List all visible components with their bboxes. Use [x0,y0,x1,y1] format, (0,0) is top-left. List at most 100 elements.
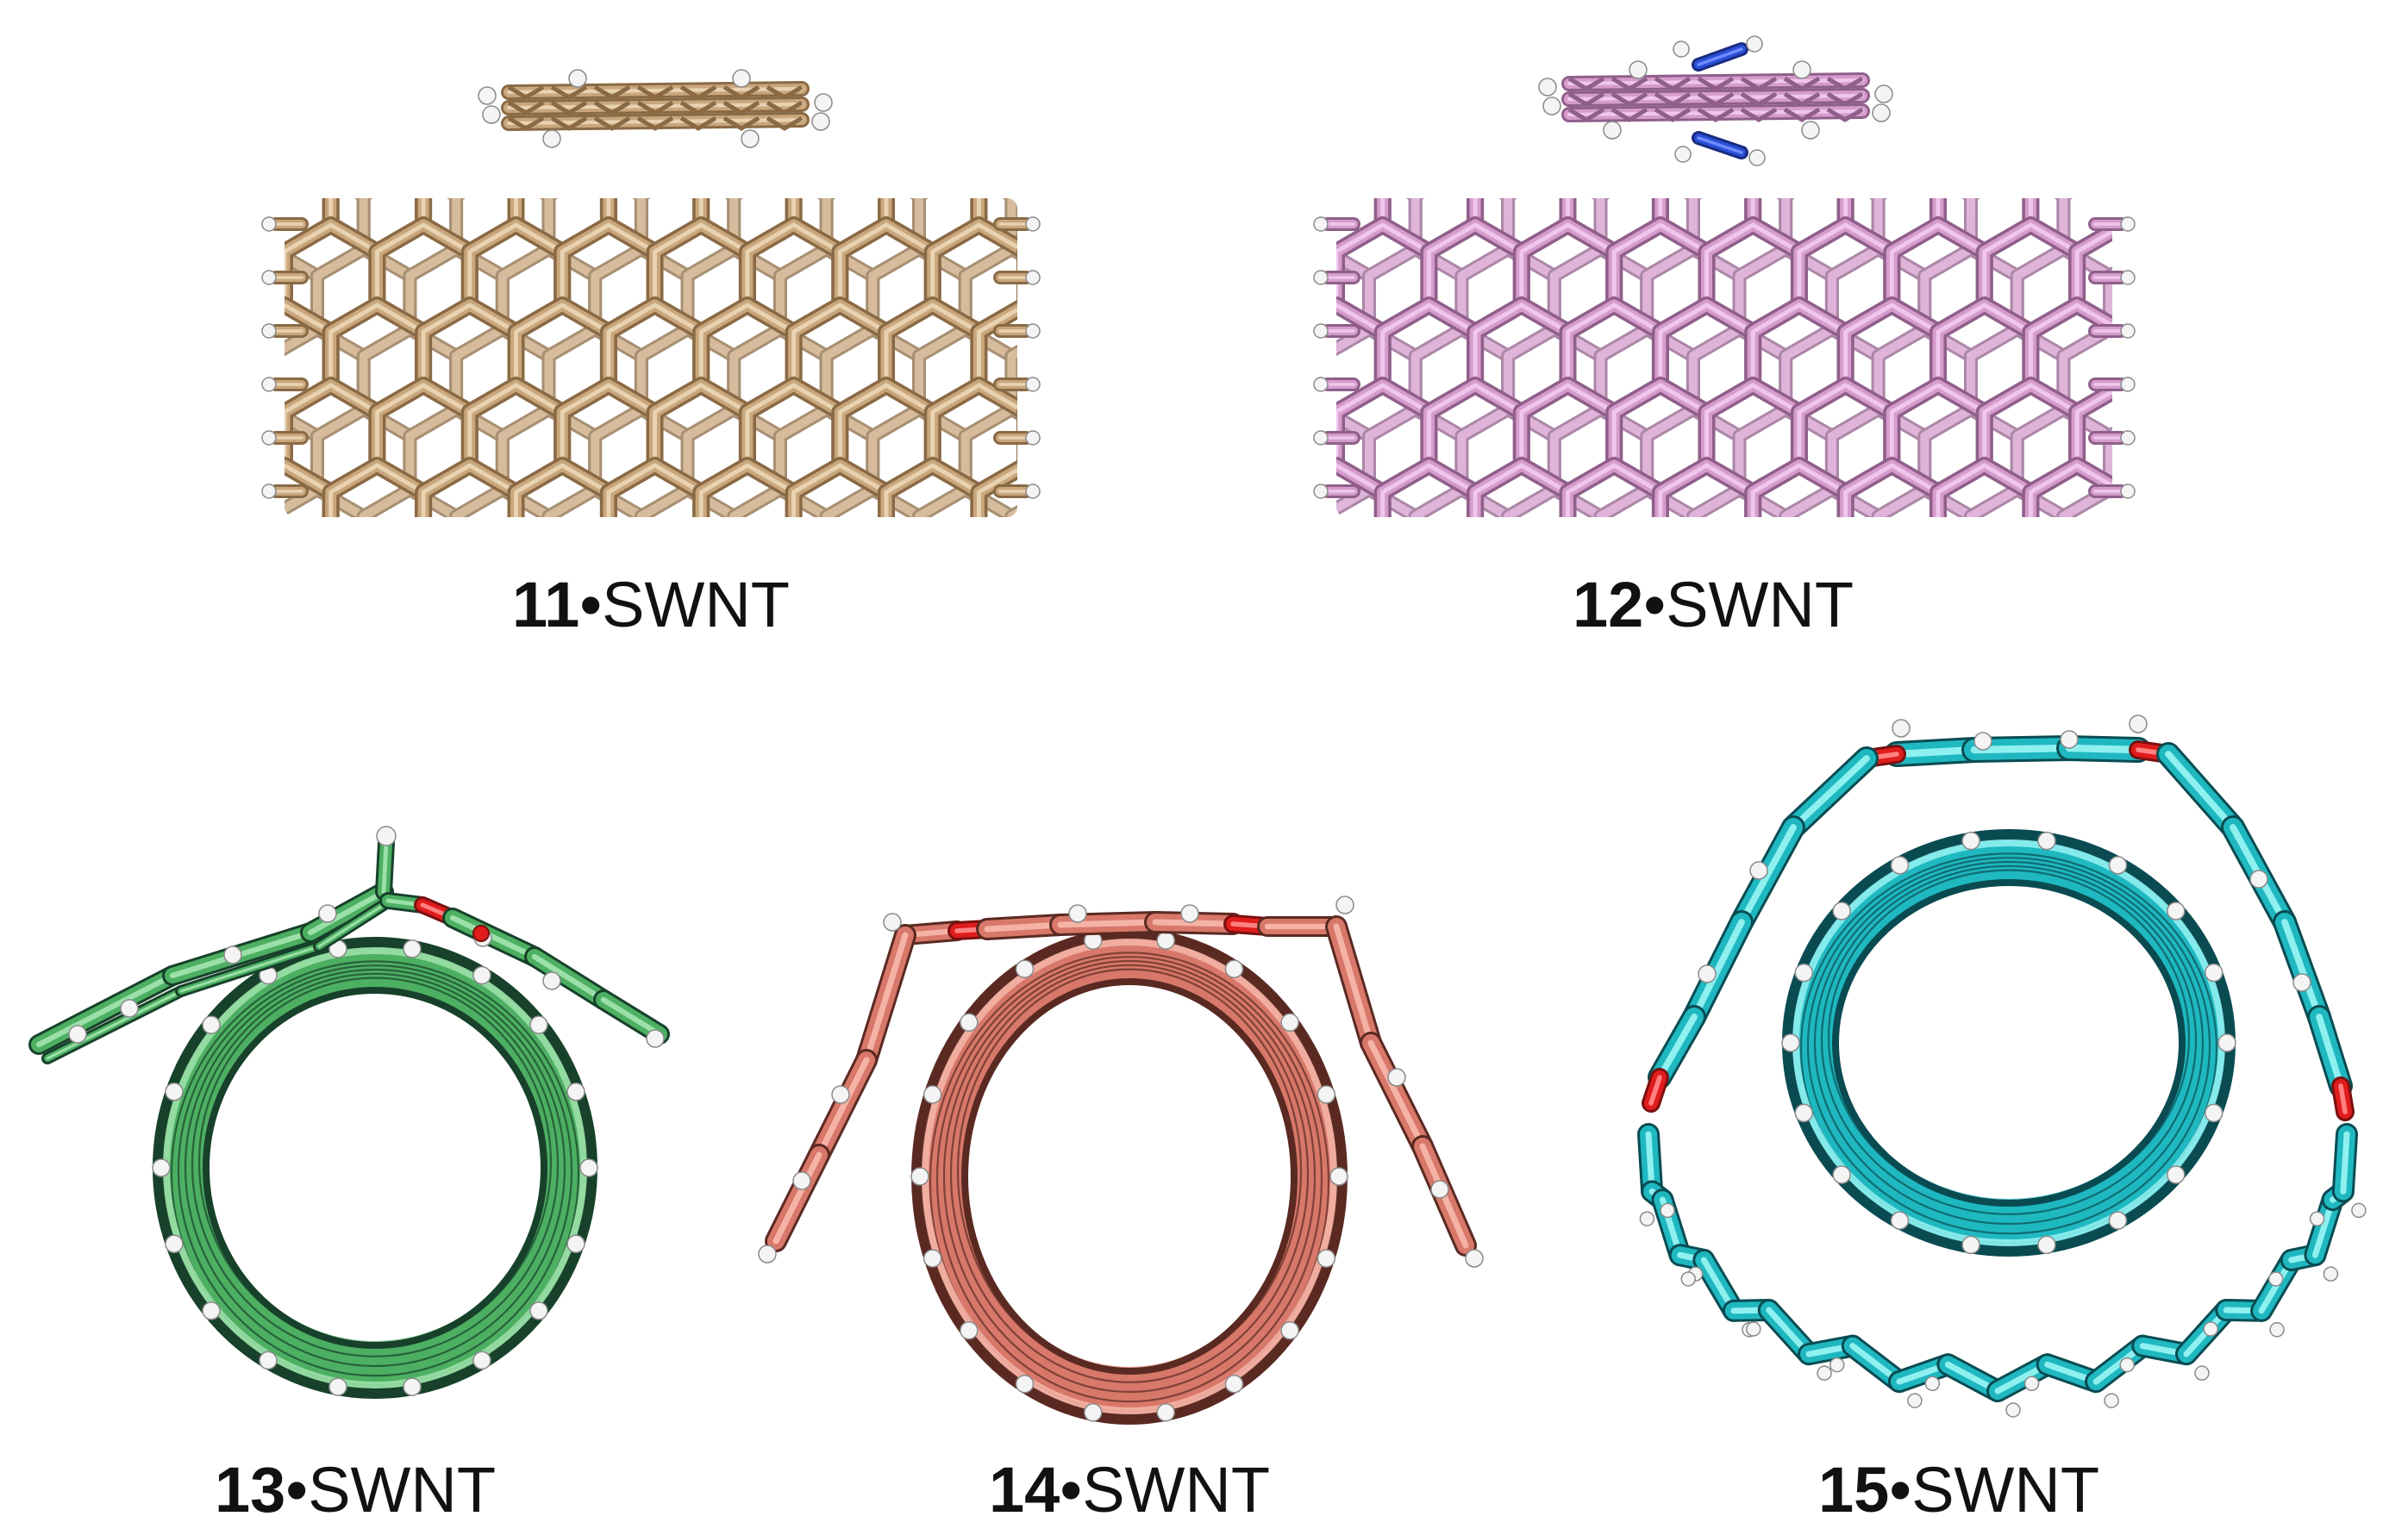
hexagon-ring [1118,225,1210,332]
hexagon-ring [1072,305,1164,412]
tube-depth-ring [935,956,1323,1403]
aromatic-ring-edge [1611,91,1648,107]
hexagon-ring [146,465,238,572]
hexagon-ring [1244,65,1336,172]
hexagon-ring [2262,385,2355,492]
hexagon-ring [2123,305,2216,412]
hydrogen-atom [259,1351,278,1370]
aryl-arm [46,989,183,1060]
hexagon-ring [1454,198,1561,203]
aromatic-ring-edge [722,115,760,131]
caption-14-suffix: SWNT [1082,1454,1271,1526]
hydrogen-atom [1280,1320,1299,1340]
aromatic-ring-edge [1611,76,1648,91]
caption-12-suffix: SWNT [1666,569,1854,640]
hexagon-ring [1429,65,1521,172]
hydrogen-atom [1542,97,1561,115]
tube-depth-ring [953,966,1306,1379]
hydrogen-atom [1430,1180,1449,1199]
hexagon-ring [2170,225,2262,332]
hexagon-ring [2262,546,2355,652]
hexagon-ring [313,198,415,200]
hexagon-ring [1469,459,1573,517]
aryl-arm-right [1367,1039,1426,1150]
hexagon-ring [1244,546,1336,652]
tube-depth-ring [173,962,577,1382]
hydrogen-atom [1973,732,1992,751]
hydrogen-atom [261,377,277,392]
hexagon-ring [2262,546,2355,652]
hydrogen-atom [1025,270,1041,285]
hydrogen-atom [2060,730,2079,749]
hydrogen-atom [542,129,561,148]
hexagon-ring [933,65,1025,172]
hydrogen-atom [1156,931,1175,950]
hexagon-ring [2123,145,2216,252]
hexagon-ring [1151,409,1243,516]
hexagon-ring [840,546,932,652]
hexagon-ring [2170,385,2262,492]
caption-12: 12•SWNT [1573,573,1854,637]
hexagon-ring [2203,409,2295,516]
aromatic-ring-edge [679,100,717,115]
hexagon-ring [178,329,271,436]
hydrogen-atom [68,1025,87,1044]
hydrogen-atom [261,484,277,499]
hydrogen-atom [1313,270,1329,285]
hexagon-ring [1007,485,1017,517]
hexagon-ring [1336,198,1373,200]
hydrogen-atom [2037,831,2056,851]
tube-back-wall [1230,198,2387,677]
hexagon-ring [192,546,285,652]
hexagon-ring [2156,490,2249,596]
hexagon-ring [2170,385,2262,492]
hexagon-ring [2262,225,2355,332]
hexagon-ring [146,305,238,412]
hydrogen-atom [1180,904,1199,923]
hexagon-ring [2249,490,2341,596]
caption-11-compound: 11 [511,569,580,640]
hexagon-ring [1118,225,1210,332]
hexagon-ring [1198,465,1290,572]
hydrogen-atom [2323,1266,2339,1282]
hexagon-ring [1230,490,1323,596]
caption-14-joiner: • [1060,1454,1083,1526]
hexagon-ring [1429,546,1521,652]
hydrogen-atom [529,1015,548,1034]
tube-depth-ring [932,953,1327,1407]
bridge-aryl [984,921,1064,933]
hexagon-ring [1369,570,1461,677]
hydrogen-atom [2023,1376,2040,1392]
tube-highlight [922,939,1337,1414]
nitrogen-bond [1697,47,1743,66]
aryl-arm-left [1691,919,1745,1020]
hydrogen-atom [2120,484,2136,499]
hexagon-ring [285,546,377,652]
methine-bond [381,840,389,895]
hexagon-ring [1058,89,1150,196]
hexagon-ring [2216,465,2308,572]
aromatic-ring-edge [1567,76,1605,91]
hydrogen-atom [261,216,277,232]
hexagon-ring [1058,570,1150,677]
hydrogen-atom [1156,1403,1175,1422]
hexagon-ring [2156,329,2249,436]
hexagon-ring [2028,463,2112,517]
hydrogen-atom [261,430,277,446]
hexagon-ring [1985,65,2077,172]
aryl-arm [531,953,607,1003]
hexagon-ring [178,490,271,596]
aryl-arm-left [1738,824,1797,926]
tube-depth-ring [194,975,556,1353]
hexagon-ring [1892,546,1984,652]
hexagon-ring [2203,570,2295,677]
hexagon-ring [2295,249,2387,356]
aromatic-ring-edge [679,115,717,131]
hexagon-ring [873,570,965,677]
hexagon-ring [1365,198,1467,200]
panel-15-swnt-model [1637,714,2367,1418]
hydrogen-atom [2108,1211,2128,1230]
hexagon-ring [2105,198,2112,200]
hydrogen-atom [1890,856,1910,875]
bridge-aryl [1152,919,1236,927]
